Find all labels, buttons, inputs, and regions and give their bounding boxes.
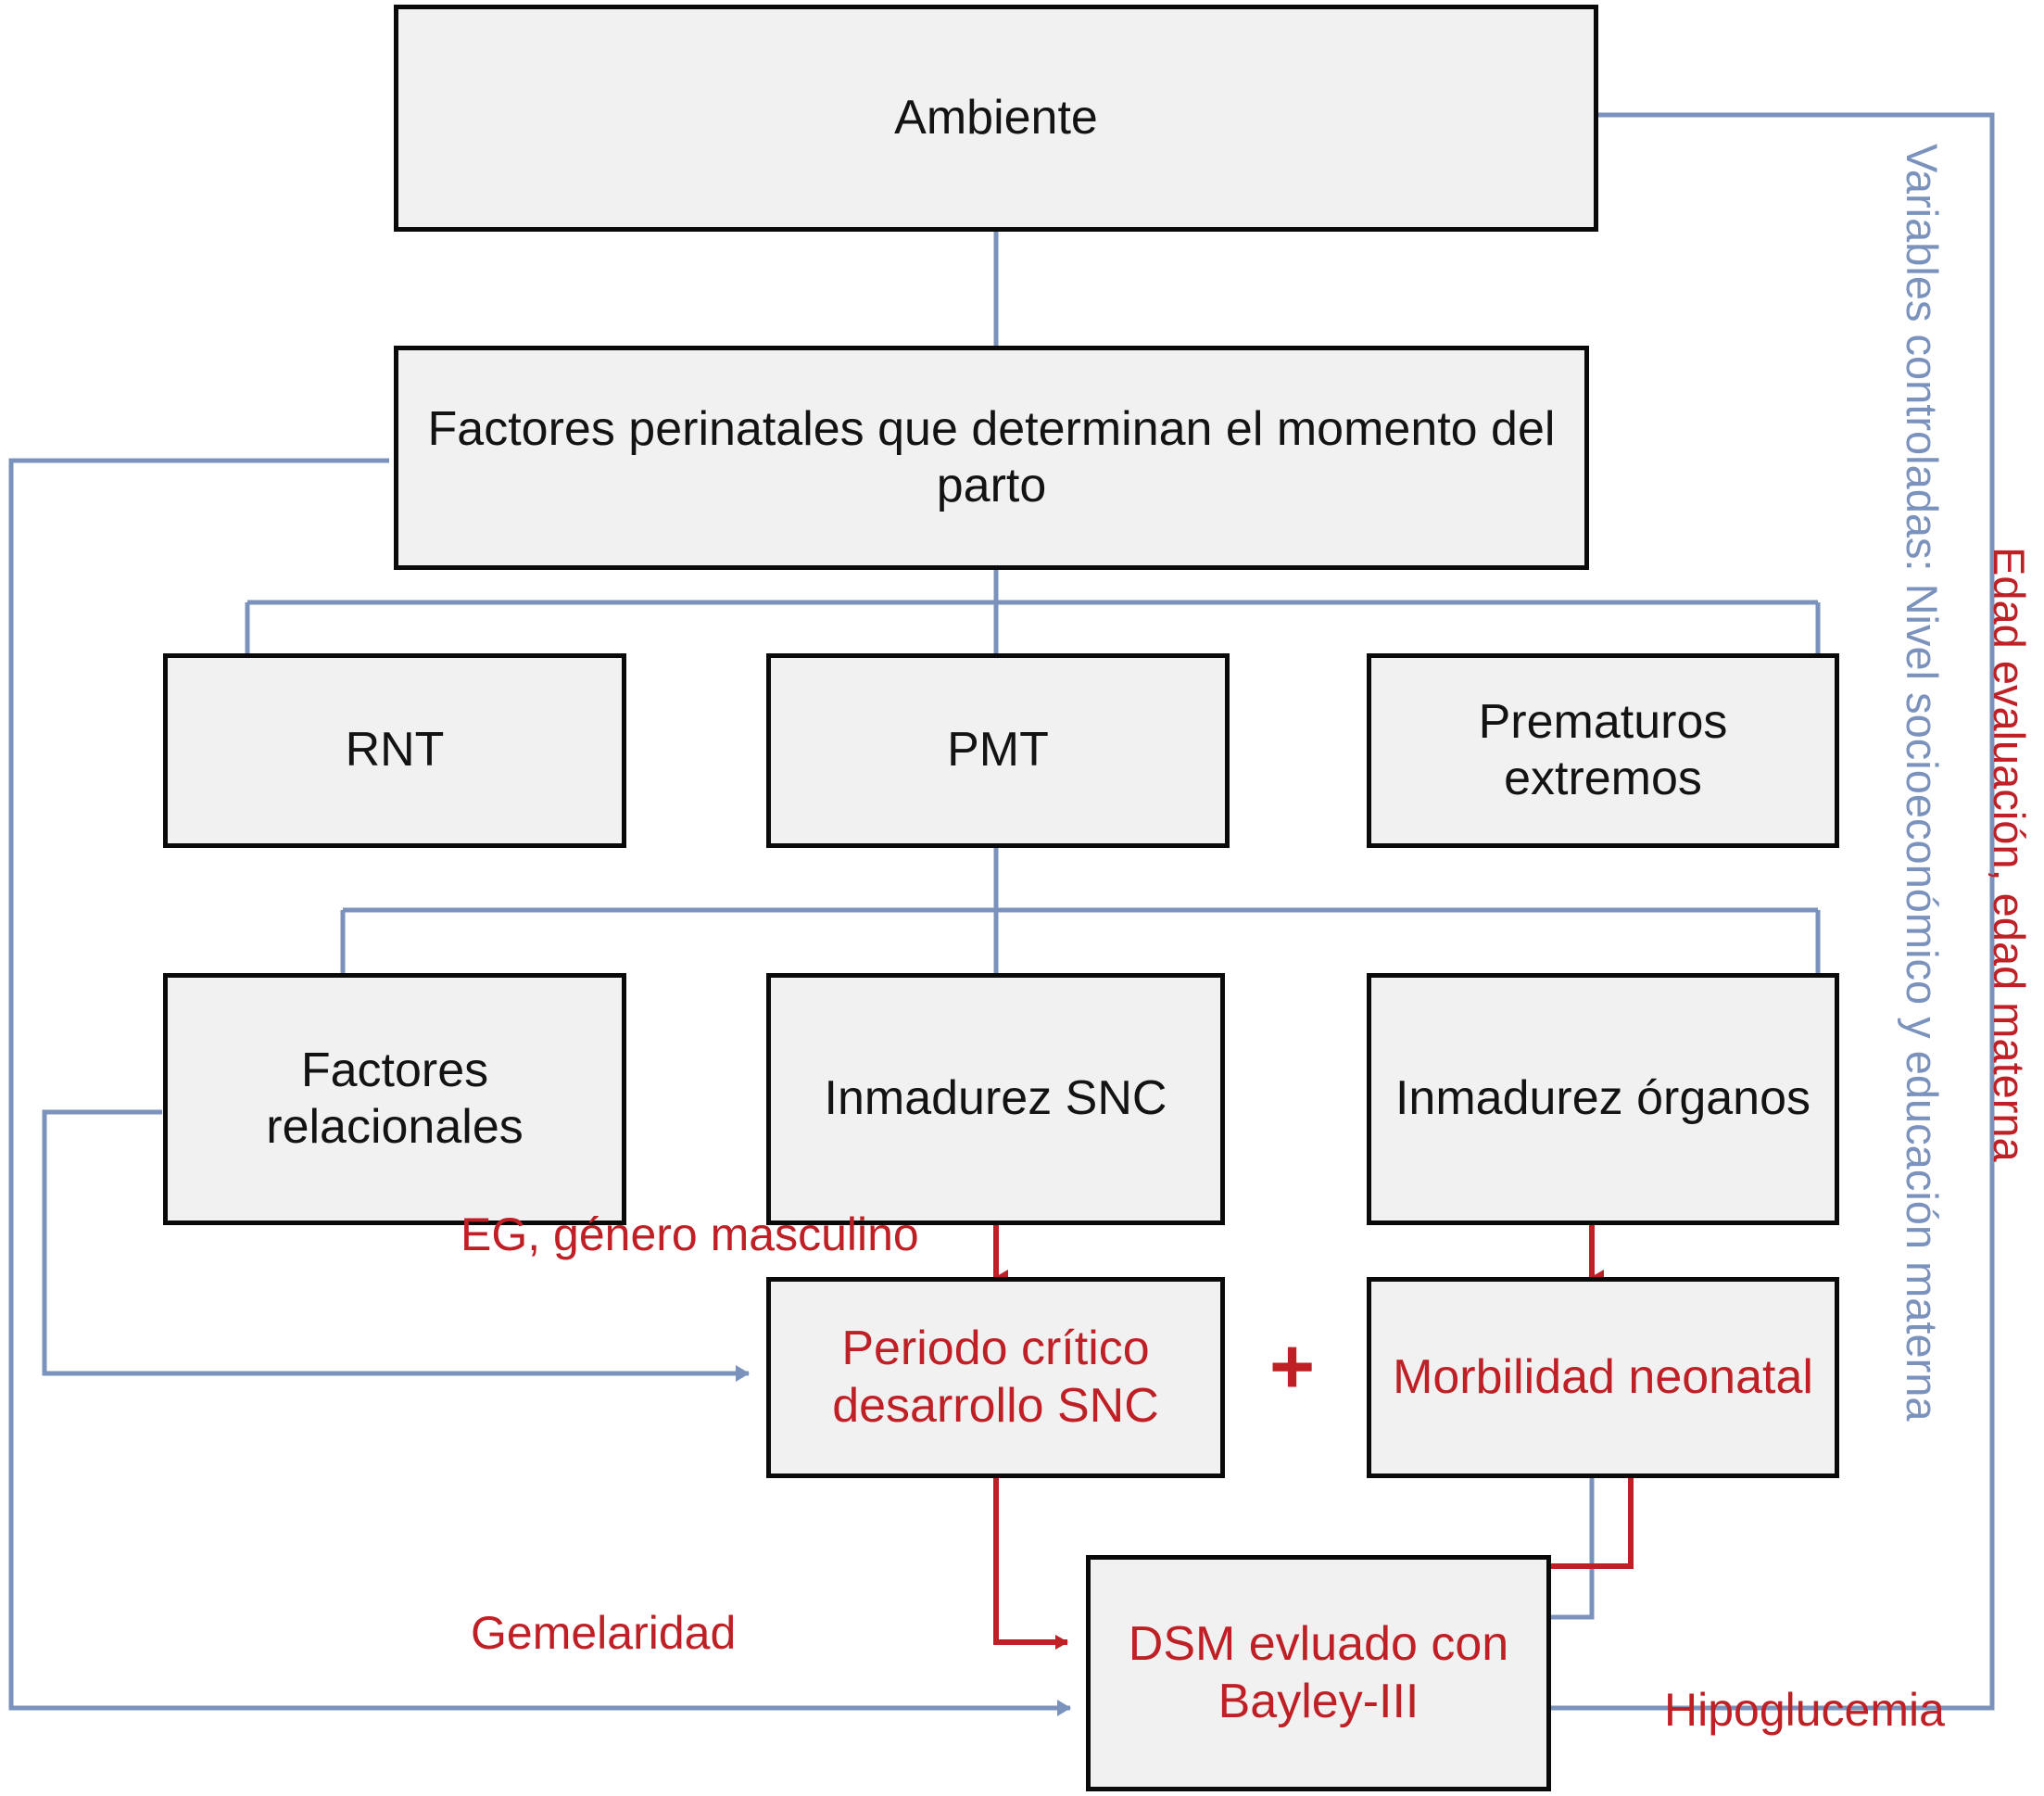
node-factores-perinatales-label: Factores perinatales que determinan el m… xyxy=(427,401,1556,512)
node-morbilidad-neonatal[interactable]: Morbilidad neonatal xyxy=(1367,1277,1839,1478)
node-factores-perinatales[interactable]: Factores perinatales que determinan el m… xyxy=(394,346,1589,570)
node-factores-relacionales-label: Factores relacionales xyxy=(266,1043,524,1154)
node-dsm-bayley[interactable]: DSM evluado con Bayley-III xyxy=(1086,1555,1551,1791)
edge-label-eg-genero-text: EG, género masculino xyxy=(461,1208,919,1260)
node-prematuros-extremos-label: Prematuros extremos xyxy=(1478,694,1728,805)
node-rnt[interactable]: RNT xyxy=(163,653,626,848)
side-label-variables-controladas: Variables controladas: Nivel socioeconóm… xyxy=(1898,144,1947,1422)
node-dsm-bayley-label: DSM evluado con Bayley-III xyxy=(1128,1617,1509,1728)
node-inmadurez-organos-label: Inmadurez órganos xyxy=(1394,1071,1811,1126)
edge-label-eg-genero: EG, género masculino xyxy=(461,1209,919,1260)
node-periodo-critico[interactable]: Periodo crítico desarrollo SNC xyxy=(766,1277,1225,1478)
plus-operator: + xyxy=(1269,1327,1315,1405)
edge-label-gemelaridad: Gemelaridad xyxy=(471,1608,736,1659)
edge-factores-to-dsm-gemelaridad xyxy=(8,458,1071,1716)
side-label-variables-controladas-text: Variables controladas: Nivel socioeconóm… xyxy=(1898,144,1947,1422)
node-inmadurez-snc-label: Inmadurez SNC xyxy=(824,1071,1167,1126)
node-pmt[interactable]: PMT xyxy=(766,653,1230,848)
node-periodo-critico-label: Periodo crítico desarrollo SNC xyxy=(832,1322,1159,1433)
node-rnt-label: RNT xyxy=(345,723,445,778)
edge-morbilidad-to-dsm-red xyxy=(1109,1478,1634,1574)
node-pmt-label: PMT xyxy=(947,723,1049,778)
node-inmadurez-organos[interactable]: Inmadurez órganos xyxy=(1367,973,1839,1225)
side-label-edad-evaluacion: Edad evaluación, edad materna xyxy=(1985,547,2034,1162)
edge-periodo-to-dsm xyxy=(993,1478,1068,1650)
node-prematuros-extremos[interactable]: Prematuros extremos xyxy=(1367,653,1839,848)
node-factores-relacionales[interactable]: Factores relacionales xyxy=(163,973,626,1225)
node-inmadurez-snc[interactable]: Inmadurez SNC xyxy=(766,973,1225,1225)
node-ambiente[interactable]: Ambiente xyxy=(394,5,1598,232)
edge-label-gemelaridad-text: Gemelaridad xyxy=(471,1607,737,1659)
node-ambiente-label: Ambiente xyxy=(894,90,1098,145)
edge-relacionales-to-periodo xyxy=(42,1109,750,1382)
edge-label-hipoglucemia-text: Hipoglucemia xyxy=(1664,1684,1945,1736)
plus-operator-label: + xyxy=(1269,1322,1316,1410)
side-label-edad-evaluacion-text: Edad evaluación, edad materna xyxy=(1985,547,2034,1162)
node-morbilidad-neonatal-label: Morbilidad neonatal xyxy=(1393,1349,1813,1404)
edge-label-hipoglucemia: Hipoglucemia xyxy=(1664,1685,1945,1736)
